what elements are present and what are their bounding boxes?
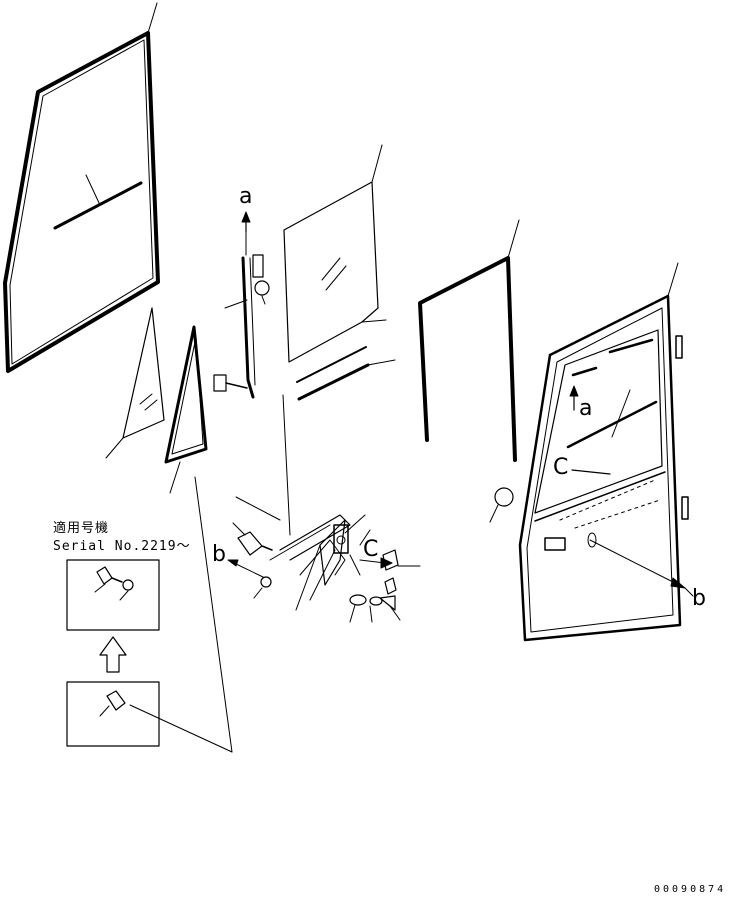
door-weatherstrip bbox=[418, 219, 520, 462]
sliding-glass-pane bbox=[283, 144, 396, 401]
applicability-serial: Serial No.2219～ bbox=[53, 539, 191, 554]
callout-b-right: b bbox=[692, 586, 706, 611]
inset-leader-lines bbox=[129, 476, 233, 753]
triangle-glass-small bbox=[105, 307, 165, 459]
window-regulator bbox=[227, 394, 421, 623]
callout-c-door: C bbox=[553, 455, 569, 480]
applicability-title: 適用号機 bbox=[53, 521, 110, 536]
door-assembly bbox=[489, 262, 694, 642]
applicability-inset bbox=[66, 559, 160, 747]
callout-a-door: a bbox=[579, 396, 593, 421]
upper-bracket bbox=[213, 219, 270, 399]
callout-a-top: a bbox=[239, 184, 253, 209]
callout-c-left: C bbox=[363, 537, 379, 562]
document-number: 00090874 bbox=[654, 884, 727, 895]
rear-glass-frame bbox=[3, 2, 160, 373]
triangle-glass-framed bbox=[164, 325, 208, 494]
callout-a-arrow bbox=[241, 211, 251, 233]
callout-b-left: b bbox=[212, 542, 226, 567]
